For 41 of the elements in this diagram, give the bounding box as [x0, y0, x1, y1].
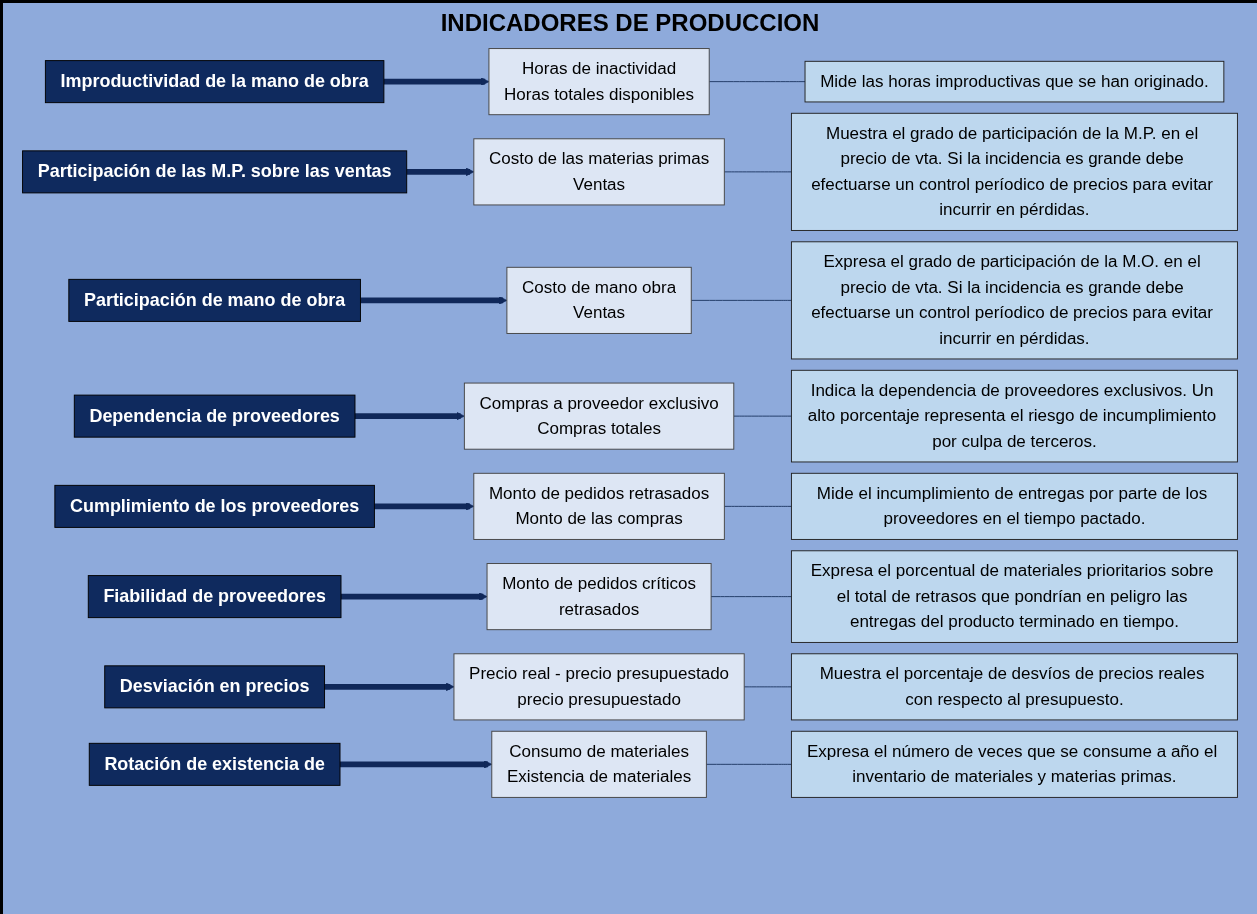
- arrow: [406, 167, 475, 177]
- node-box: Consumo de materiales Existencia de materiales: [491, 730, 707, 798]
- arrow: [355, 411, 465, 421]
- connector: [723, 505, 792, 507]
- node-box: Expresa el grado de participación de la M.O. en el precio de vta. Si la incidencia es grande debe efectuarse un control períodico de precios para evitar incurrir en pérdidas.: [790, 241, 1238, 360]
- node-box: Indica la dependencia de proveedores exclusivos. Un alto porcentaje representa el riesgo de incumplimiento por culpa de terceros.: [790, 369, 1238, 463]
- node-box: Desviación en precios: [104, 665, 326, 709]
- node-box: Monto de pedidos retrasados Monto de las compras: [473, 472, 725, 540]
- arrow: [324, 682, 455, 691]
- node-box: Precio real - precio presupuestado precio presupuestado: [453, 653, 745, 721]
- connector: [743, 686, 792, 688]
- arrow: [360, 296, 508, 305]
- connector: [708, 81, 806, 83]
- node-box: Muestra el porcentaje de desvíos de precios reales con respecto al presupuesto.: [790, 653, 1238, 721]
- node-box: Compras a proveedor exclusivo Compras totales: [463, 382, 735, 450]
- node-box: Costo de las materias primas Ventas: [473, 138, 725, 206]
- connector: [690, 299, 792, 301]
- node-box: Participación de mano de obra: [68, 278, 361, 322]
- node-box: Muestra el grado de participación de la M.P. en el precio de vta. Si la incidencia es grande debe efectuarse un control períodico de precios para evitar incurrir en pérdidas.: [790, 112, 1238, 231]
- node-box: Participación de las M.P. sobre las ventas: [22, 150, 408, 194]
- node-box: Costo de mano obra Ventas: [506, 266, 692, 334]
- connector: [733, 415, 792, 417]
- node-box: Cumplimiento de los proveedores: [54, 484, 375, 528]
- node-box: Improductividad de la mano de obra: [44, 60, 385, 104]
- node-box: Monto de pedidos críticos retrasados: [486, 563, 712, 631]
- arrow: [374, 502, 475, 511]
- connector: [710, 596, 792, 598]
- node-box: Horas de inactividad Horas totales disponibles: [488, 48, 710, 116]
- arrow: [340, 760, 493, 769]
- connector: [705, 763, 792, 765]
- node-box: Mide las horas improductivas que se han originado.: [804, 60, 1225, 103]
- connector: [723, 171, 792, 173]
- node-box: Expresa el porcentual de materiales prioritarios sobre el total de retrasos que pondrían en peligro las entregas del producto terminado en tiempo.: [790, 550, 1238, 643]
- diagram-title: INDICADORES DE PRODUCCION: [440, 9, 820, 37]
- node-box: Fiabilidad de proveedores: [87, 575, 342, 619]
- arrow: [341, 592, 488, 601]
- node-box: Expresa el número de veces que se consume a año el inventario de materiales y materias primas.: [790, 730, 1238, 798]
- node-box: Mide el incumplimiento de entregas por parte de los proveedores en el tiempo pactado.: [790, 472, 1238, 540]
- arrow: [383, 77, 490, 86]
- node-box: Rotación de existencia de: [88, 742, 341, 786]
- node-box: Dependencia de proveedores: [73, 394, 356, 438]
